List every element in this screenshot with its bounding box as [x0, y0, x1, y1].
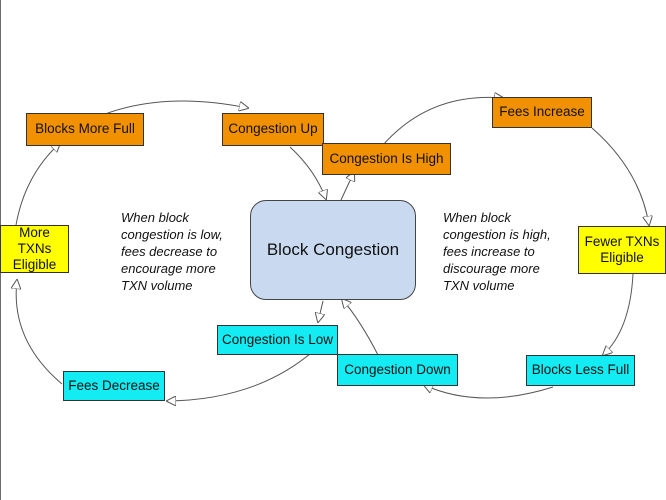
arrow-blocks-less-full-to-congestion-down [424, 385, 554, 399]
center-block-congestion: Block Congestion [250, 200, 416, 300]
arrow-fewer-txns-to-blocks-less-full [603, 273, 634, 355]
arrow-congestion-up-to-center [289, 146, 326, 199]
arrow-congestion-is-low-to-fees-decrease [167, 346, 319, 401]
node-congestion-is-high: Congestion Is High [322, 143, 451, 175]
node-fees-decrease: Fees Decrease [63, 371, 165, 401]
node-label: More TXNs Eligible [12, 224, 57, 273]
node-blocks-more-full: Blocks More Full [26, 113, 144, 146]
arrow-center-to-congestion-is-high [340, 172, 354, 201]
node-fewer-txns-eligible: Fewer TXNs Eligible [578, 226, 666, 274]
center-label: Block Congestion [266, 240, 400, 259]
note-low-congestion: When block congestion is low, fees decre… [121, 210, 223, 293]
arrow-more-txns-to-blocks-more-full [15, 143, 60, 226]
node-label: Congestion Is High [329, 150, 444, 166]
node-label: Blocks Less Full [531, 362, 630, 378]
node-congestion-is-low: Congestion Is Low [217, 325, 338, 355]
arrow-center-to-congestion-is-low [318, 300, 323, 322]
node-label: Fewer TXNs Eligible [584, 233, 660, 265]
arrow-congestion-down-to-center [342, 299, 379, 356]
node-label: Congestion Is Low [221, 331, 334, 347]
node-congestion-up: Congestion Up [222, 113, 324, 146]
node-label: Fees Decrease [68, 377, 160, 393]
arrow-fees-decrease-to-more-txns [16, 280, 63, 385]
node-label: Congestion Up [228, 121, 318, 137]
note-high-congestion: When block congestion is high, fees incr… [443, 210, 551, 293]
arrow-congestion-is-high-to-fees-increase [382, 97, 503, 146]
node-blocks-less-full: Blocks Less Full [526, 355, 635, 386]
arrow-fees-increase-to-fewer-txns [591, 127, 649, 225]
node-label: Blocks More Full [35, 121, 135, 137]
node-more-txns-eligible: More TXNs Eligible [0, 225, 69, 273]
node-label: Congestion Down [344, 361, 451, 377]
arrow-blocks-more-full-to-congestion-up [94, 100, 248, 119]
node-label: Fees Increase [499, 104, 585, 120]
node-congestion-down: Congestion Down [337, 354, 458, 386]
node-fees-increase: Fees Increase [492, 97, 592, 128]
